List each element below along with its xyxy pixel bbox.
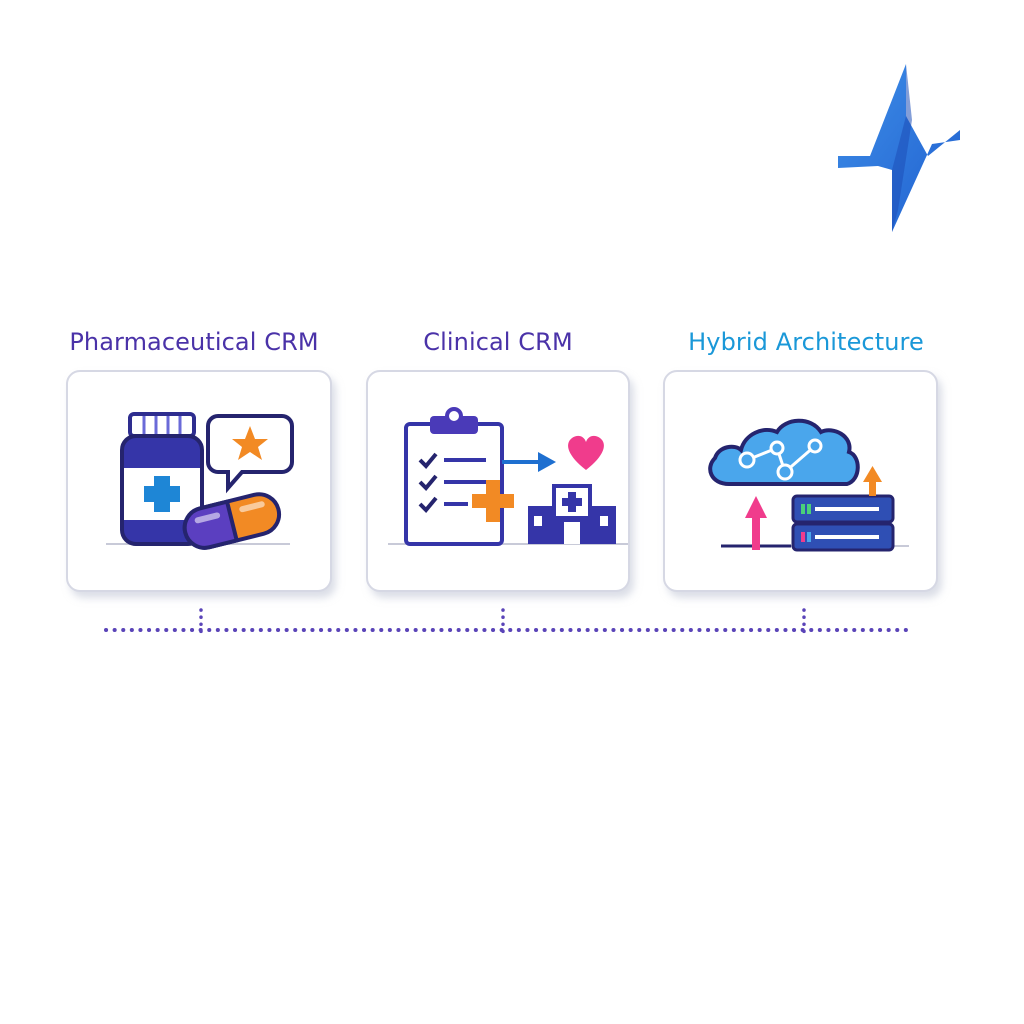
speech-bubble-star-icon xyxy=(206,414,294,494)
cloud-network-icon xyxy=(708,418,860,486)
orange-up-arrow-icon xyxy=(863,466,882,496)
hybrid-architecture-icon xyxy=(708,418,909,552)
upload-arrow-icon xyxy=(745,496,767,550)
brand-logo-icon xyxy=(838,64,960,232)
pharmaceutical-crm-title: Pharmaceutical CRM xyxy=(69,328,319,356)
dotted-timeline-connector xyxy=(104,608,908,638)
clipboard-checklist-icon xyxy=(404,407,504,546)
medical-cross-icon xyxy=(472,480,514,522)
pharma-icon xyxy=(106,412,294,550)
clinical-crm-title: Clinical CRM xyxy=(423,328,573,356)
hybrid-architecture-title: Hybrid Architecture xyxy=(688,328,924,356)
hospital-building-icon xyxy=(528,484,616,544)
medicine-bottle-icon xyxy=(120,412,204,546)
arrow-right-icon xyxy=(502,452,556,472)
hybrid-architecture-card xyxy=(663,370,938,592)
capsule-pill-icon xyxy=(182,492,282,550)
clinical-crm-card xyxy=(366,370,630,592)
server-stack-icon xyxy=(791,494,895,552)
clinical-icon xyxy=(388,407,628,546)
heart-icon xyxy=(568,435,604,470)
pharmaceutical-crm-card xyxy=(66,370,332,592)
